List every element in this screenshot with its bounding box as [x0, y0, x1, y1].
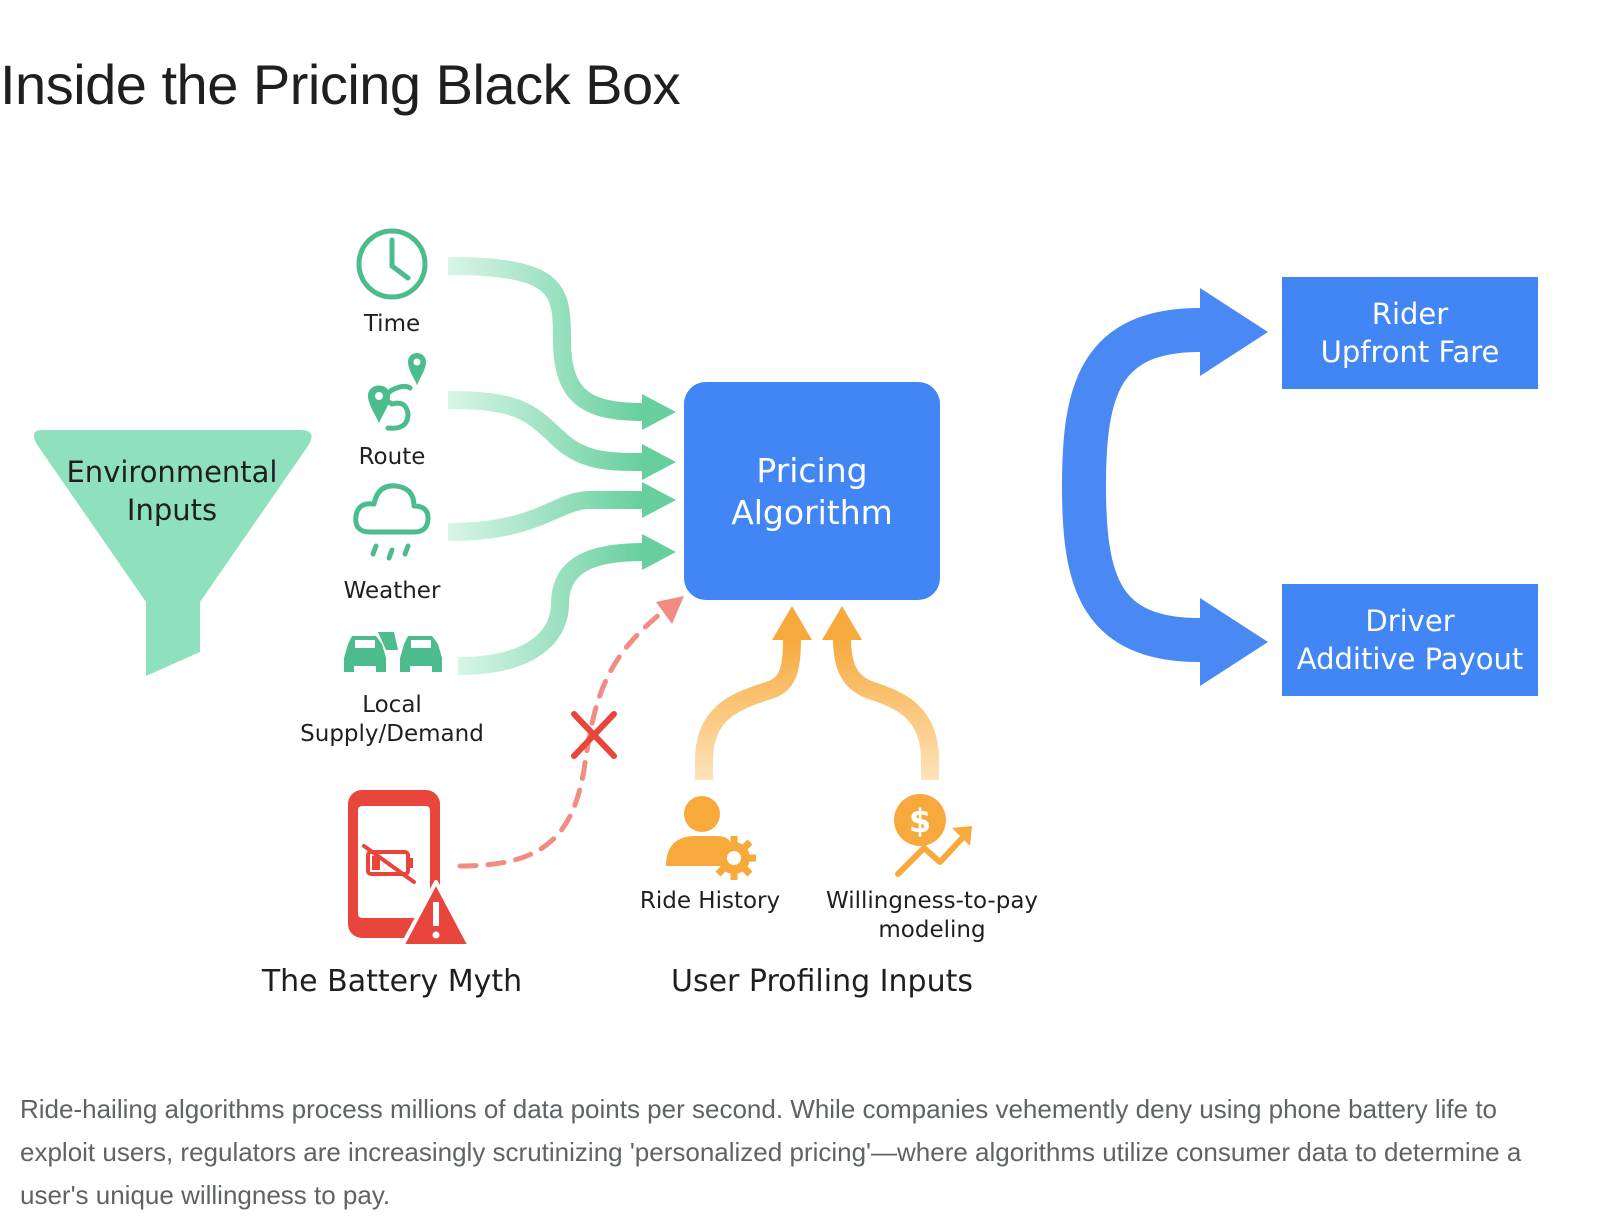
arrow-to-driver [1200, 598, 1268, 686]
environmental-inputs-funnel: Environmental Inputs [33, 430, 312, 676]
input-label-weather: Weather [344, 578, 441, 604]
battery-dashed-arrowhead [656, 596, 684, 624]
output-flows [940, 288, 1268, 686]
environmental-arrowheads [642, 394, 676, 570]
driver-additive-payout-box: Driver Additive Payout [1282, 584, 1538, 696]
battery-dashed-connector [457, 611, 663, 869]
profiling-label-wtp-line2: modeling [878, 917, 985, 943]
pricing-algorithm-box: Pricing Algorithm [684, 382, 940, 600]
cars-icon [344, 632, 442, 672]
caption: Ride-hailing algorithms process millions… [20, 1094, 1522, 1210]
dollar-trend-icon: $ [894, 794, 972, 877]
input-label-supply-line1: Local [362, 692, 422, 718]
profiling-group-label: User Profiling Inputs [671, 964, 973, 999]
profiling-label-ride-history: Ride History [640, 888, 780, 914]
profiling-arrowheads [772, 606, 862, 640]
profiling-input-flows [695, 637, 939, 780]
rider-upfront-fare-box: Rider Upfront Fare [1282, 277, 1538, 389]
input-label-time: Time [363, 311, 420, 337]
profiling-label-wtp-line1: Willingness-to-pay [826, 888, 1038, 914]
rider-label-line1: Rider [1372, 297, 1448, 331]
algorithm-label-line1: Pricing [756, 451, 867, 490]
battery-myth-label: The Battery Myth [261, 964, 522, 999]
input-label-supply-line2: Supply/Demand [300, 721, 484, 747]
svg-text:$: $ [909, 802, 931, 840]
algorithm-label-line2: Algorithm [731, 493, 893, 532]
rain-cloud-icon [353, 483, 431, 561]
arrow-to-rider [1200, 288, 1268, 376]
rider-label-line2: Upfront Fare [1321, 335, 1500, 369]
driver-label-line2: Additive Payout [1297, 642, 1523, 676]
driver-label-line1: Driver [1365, 604, 1454, 638]
warning-icon [400, 880, 472, 948]
page-title: Inside the Pricing Black Box [0, 53, 681, 116]
rejected-x-icon [571, 711, 617, 759]
input-label-route: Route [359, 444, 426, 470]
funnel-label-line2: Inputs [127, 493, 217, 527]
environmental-input-flows [447, 257, 645, 675]
route-pin-icon [368, 353, 426, 431]
gear-icon [712, 836, 756, 880]
phone-low-battery-icon [348, 790, 440, 938]
clock-icon [356, 228, 428, 300]
funnel-label-line1: Environmental [66, 455, 277, 489]
ride-history-user-icon [666, 796, 730, 866]
